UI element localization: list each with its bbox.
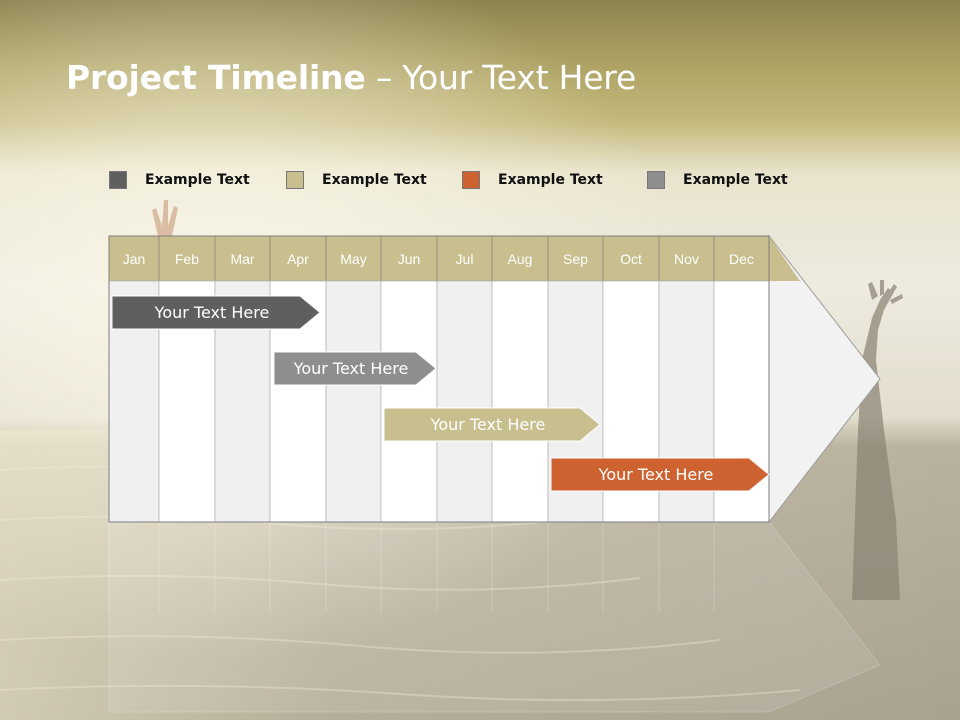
month-label: Dec — [729, 250, 754, 267]
task-label: Your Text Here — [598, 465, 714, 484]
month-header-cell — [491, 235, 549, 282]
month-header-cell — [436, 235, 493, 282]
month-column — [380, 280, 438, 523]
month-column — [325, 280, 382, 523]
timeline-reflection — [108, 521, 881, 713]
task-arrow — [111, 295, 321, 330]
month-column — [436, 280, 493, 523]
month-label: Nov — [674, 250, 699, 267]
month-header-cell — [380, 235, 438, 282]
legend-item: Example Text — [286, 170, 427, 190]
legend-item: Example Text — [462, 170, 603, 190]
page-title: Project Timeline – Your Text Here — [66, 58, 636, 97]
month-label: Jul — [455, 250, 474, 267]
month-header-cell — [658, 235, 715, 282]
legend-label: Example Text — [145, 172, 250, 188]
title-bold: Project Timeline — [66, 58, 366, 97]
timeline-arrow-head-band — [769, 236, 800, 281]
reflection-shape — [108, 521, 881, 713]
month-header-cell — [602, 235, 660, 282]
month-label: Mar — [230, 250, 255, 267]
month-label: Jun — [397, 250, 421, 267]
legend-label: Example Text — [683, 172, 788, 188]
legend-item: Example Text — [647, 170, 788, 190]
task-label: Your Text Here — [154, 303, 270, 322]
task-arrows — [111, 295, 770, 492]
small-hand-silhouette — [152, 200, 178, 236]
legend-label: Example Text — [322, 172, 427, 188]
month-header-cell — [158, 235, 216, 282]
task-label: Your Text Here — [293, 359, 409, 378]
month-label: Sep — [563, 250, 588, 267]
month-label: Oct — [620, 250, 642, 267]
task-arrow — [273, 351, 437, 386]
task-arrow — [550, 457, 770, 492]
month-column — [491, 280, 549, 523]
month-label: Jan — [122, 250, 146, 267]
month-label: Apr — [287, 250, 309, 267]
legend-swatch — [286, 171, 304, 189]
legend-swatch — [647, 171, 665, 189]
legend-label: Example Text — [498, 172, 603, 188]
month-header-cell — [269, 235, 327, 282]
month-header-cell — [214, 235, 271, 282]
task-arrow — [383, 407, 601, 442]
legend-item: Example Text — [109, 170, 250, 190]
month-header-cell — [325, 235, 382, 282]
title-rest: – Your Text Here — [365, 58, 637, 97]
month-label: May — [340, 250, 367, 267]
task-label: Your Text Here — [430, 415, 546, 434]
timeline-frame — [108, 235, 770, 523]
legend-swatch — [109, 171, 127, 189]
month-label: Feb — [174, 250, 200, 267]
month-label: Aug — [507, 250, 533, 267]
legend-swatch — [462, 171, 480, 189]
